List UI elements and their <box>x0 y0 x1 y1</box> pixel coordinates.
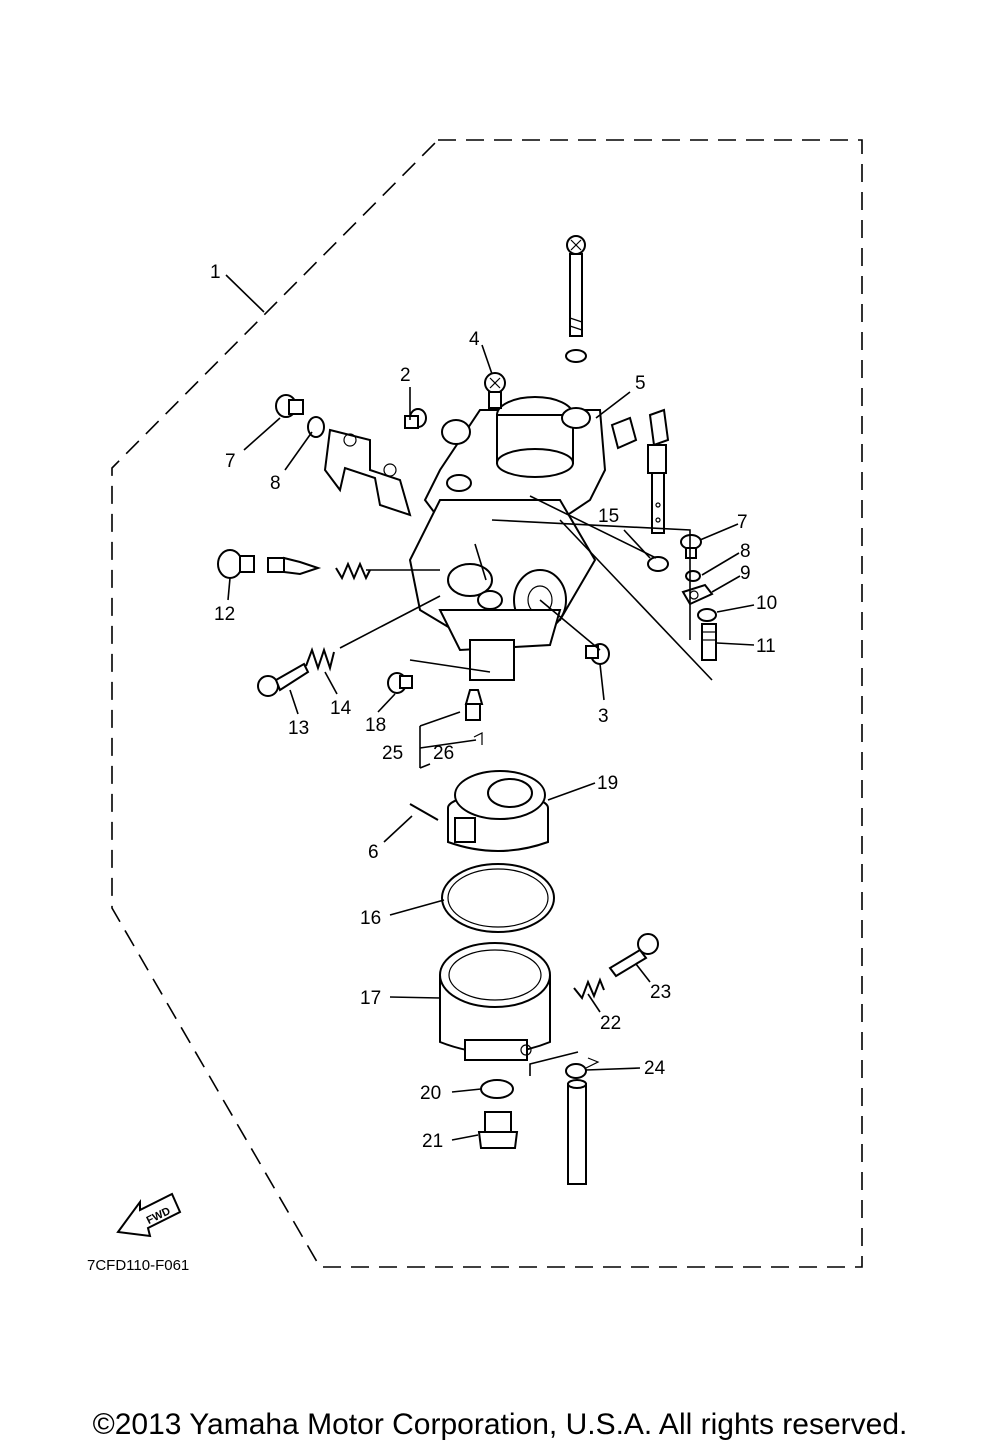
washer-8-right <box>685 570 701 582</box>
label-15: 15 <box>598 506 619 527</box>
choke-lever <box>610 408 670 534</box>
pin-6 <box>409 803 439 821</box>
label-8-right: 8 <box>740 541 751 562</box>
assembly-boundary <box>111 139 863 1268</box>
label-12: 12 <box>214 604 235 625</box>
float-19 <box>447 770 549 852</box>
label-23: 23 <box>650 982 671 1003</box>
clip-26 <box>473 732 483 745</box>
label-10: 10 <box>756 593 777 614</box>
copyright-notice: ©2013 Yamaha Motor Corporation, U.S.A. A… <box>92 1408 908 1441</box>
float-chamber-17 <box>439 942 551 1061</box>
long-screw <box>565 235 587 363</box>
label-8-left: 8 <box>270 473 281 494</box>
spring-12 <box>335 561 371 581</box>
plate-9 <box>681 583 714 606</box>
label-5: 5 <box>635 373 646 394</box>
clip-24 <box>565 1057 600 1079</box>
screw-7-left <box>275 394 304 418</box>
choke-bracket <box>323 428 412 517</box>
label-2: 2 <box>400 365 411 386</box>
screw-23 <box>608 933 659 978</box>
label-20: 20 <box>420 1083 441 1104</box>
label-4: 4 <box>469 329 480 350</box>
label-13: 13 <box>288 718 309 739</box>
gasket-15 <box>647 556 669 572</box>
label-9: 9 <box>740 563 751 584</box>
label-14: 14 <box>330 698 352 719</box>
drain-tube <box>567 1079 587 1185</box>
carburetor-body <box>408 396 607 681</box>
screw-2 <box>404 408 427 429</box>
spring-14 <box>305 646 335 672</box>
screw-18 <box>387 672 413 694</box>
label-21: 21 <box>422 1131 443 1152</box>
pilot-jet-11 <box>701 623 717 661</box>
label-16: 16 <box>360 908 381 929</box>
o-ring-10 <box>697 608 717 622</box>
spring-22 <box>573 977 605 1000</box>
leader-lines <box>225 274 755 1141</box>
label-7-right: 7 <box>737 512 748 533</box>
label-1: 1 <box>210 262 221 283</box>
label-6: 6 <box>368 842 379 863</box>
main-jet-25 <box>464 689 484 721</box>
washer-20 <box>480 1079 514 1099</box>
label-17: 17 <box>360 988 381 1009</box>
label-18: 18 <box>365 715 386 736</box>
label-22: 22 <box>600 1013 621 1034</box>
label-11: 11 <box>756 636 776 657</box>
label-3: 3 <box>598 706 609 727</box>
label-7-left: 7 <box>225 451 236 472</box>
drawing-id: 7CFD110-F061 <box>87 1257 190 1274</box>
throttle-stop-screw-13 <box>257 662 310 697</box>
screw-4 <box>484 372 506 409</box>
float-chamber-gasket-16 <box>441 863 555 933</box>
label-24: 24 <box>644 1058 666 1079</box>
screw-7-right <box>680 534 702 559</box>
needle-valve-12 <box>217 549 322 579</box>
fwd-arrow-icon: FWD <box>116 1192 182 1238</box>
label-25: 25 <box>382 743 403 764</box>
label-19: 19 <box>597 773 618 794</box>
label-26: 26 <box>433 743 454 764</box>
drain-plug-21 <box>477 1111 519 1149</box>
